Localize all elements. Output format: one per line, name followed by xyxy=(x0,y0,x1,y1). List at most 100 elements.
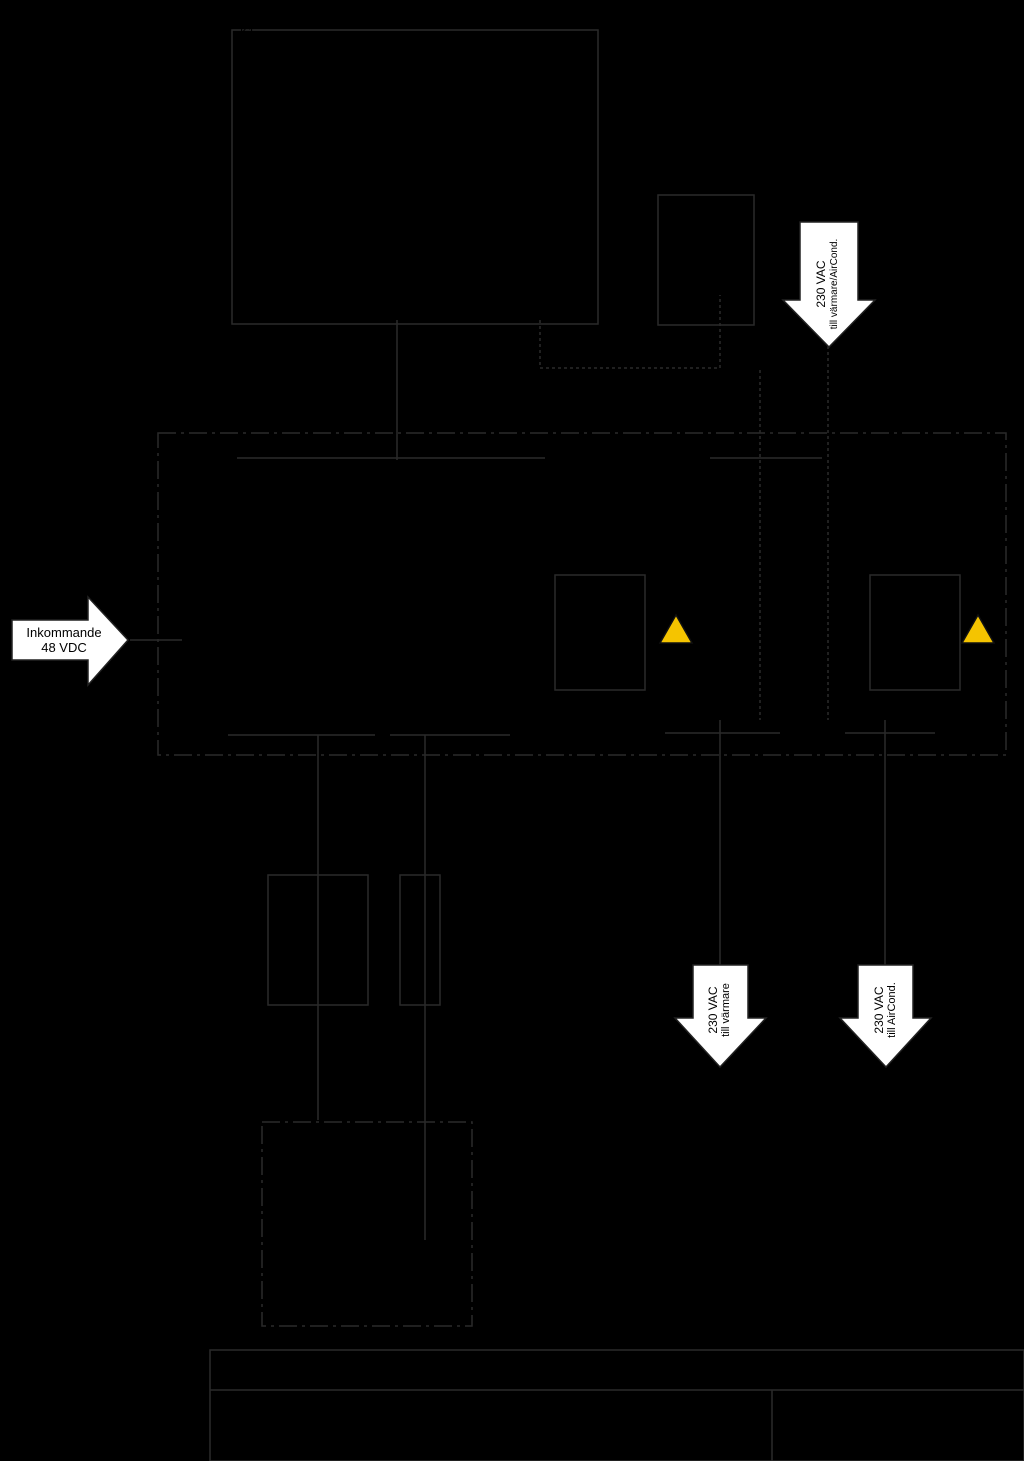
doc-date: 2016-06-01 xyxy=(599,1413,681,1430)
w12-line-1: Takl xyxy=(283,1053,303,1065)
controller-terminal-label: 5 xyxy=(366,289,371,298)
box-bus-label: C,5W xyxy=(468,486,479,512)
w22-line-1: g värl xyxy=(381,1053,408,1065)
bus-net-label: 1,5 xyxy=(352,548,365,558)
controller-terminal-label: 13 xyxy=(564,289,573,298)
x11-pin-label: 4 xyxy=(330,956,335,966)
box-ac-label: L1,V xyxy=(816,484,827,505)
ac-in-line-1: 230 VAC xyxy=(814,260,828,307)
w21-spec: 2X0,75 xyxy=(370,811,408,825)
note-marker: 1 xyxy=(483,891,489,903)
incoming-line-1: Inkommande xyxy=(26,625,101,640)
box-bus-label: N xyxy=(400,505,411,512)
controller-pin-label: DI: Lucka xyxy=(410,242,421,285)
controller-pin-label: 5 V DC (-) xyxy=(310,240,321,285)
hatch-title: Takfläkt/lucka xyxy=(333,1313,400,1325)
hatch-pin-label: GND xyxy=(278,1233,289,1255)
heater-option-1: Option xyxy=(704,1105,736,1117)
option230-line-1: Option xyxy=(474,803,506,815)
ac-in-line-2: till värmare/AirCond. xyxy=(829,239,840,330)
hatch-pin-label: AO: 0-10 xyxy=(326,1215,337,1255)
bus-net-label: 3,5 xyxy=(632,512,645,522)
doc-number: Doc No: 010174 - S xyxy=(830,1405,971,1422)
note-line-2: saknas" signal ej används xyxy=(500,913,627,925)
option230-line-2: "230 VAC xyxy=(466,819,513,831)
relay-k2-pin: A1 xyxy=(582,582,593,592)
box-bus-label: 1,5W xyxy=(292,488,303,512)
controller-terminal-label: 2 xyxy=(289,289,294,298)
note-line-1: Bygel krävs när 230 VAC xyxy=(500,895,622,907)
controller-pin-label: NO xyxy=(510,270,521,285)
x11-pin-label: 2 xyxy=(325,907,330,917)
aircond-line-2: till AirCond. xyxy=(886,982,898,1038)
box-title: Kopplingsbox 2 R xyxy=(906,445,1000,459)
heater-option-2: Värmare xyxy=(699,1121,741,1133)
relay-k2-pin: 12 xyxy=(630,672,640,682)
doc-subtitle: Kopplingsschema xyxy=(313,1429,424,1445)
controller-ref: K1 xyxy=(240,25,255,39)
relay-k3-pin: A1 xyxy=(899,582,910,592)
controller-pin-label: NC xyxy=(560,271,571,285)
controller-title: Kontrollenhet X04 xyxy=(497,52,593,66)
w12-ref: W1.2 xyxy=(281,1037,307,1049)
box-bus-label: C,1 xyxy=(533,496,544,512)
controller-terminal-label: 9 xyxy=(466,289,471,298)
controller-terminal-label: 3 xyxy=(316,289,321,298)
x11-pin-label: 3 xyxy=(326,984,331,994)
relay-k3-pin: 14 xyxy=(928,672,938,682)
w21-ref: W21 xyxy=(385,793,410,807)
incoming-line-2: 48 VDC xyxy=(41,640,87,655)
w11-ref: W11 xyxy=(282,793,306,807)
box-ref: X1 xyxy=(168,409,183,423)
relay-k3-pin: 11 xyxy=(929,582,938,592)
incoming-48vdc-arrow xyxy=(11,595,130,687)
bus-net-label: 3,5 xyxy=(458,642,471,652)
x11-pin-label: 1 xyxy=(298,907,303,917)
box-bus-label: L1 xyxy=(243,500,254,512)
do-label-2: Lamnrelä xyxy=(517,111,564,123)
warning-icon xyxy=(658,613,694,644)
relay-k3-label: K3 xyxy=(876,563,889,575)
w12-line-2: kabel xyxy=(283,1069,309,1081)
hatch-group-2-line-1: Lucka xyxy=(402,1261,432,1273)
doc-page: Pg. 1 (1) xyxy=(869,1429,930,1446)
controller-terminal-label: 1 xyxy=(261,289,266,298)
heater-line-1: 230 VAC xyxy=(706,986,720,1033)
larm-label-2: ingång xyxy=(689,259,723,271)
relay-k2-pin: 14 xyxy=(612,672,622,682)
warning-icon xyxy=(960,613,996,644)
box-bus-labels: L1 1,5W CO N 1,5W C,5W CO,5W C,1 xyxy=(243,479,544,512)
bus-net-label: K1 xyxy=(680,548,691,558)
aircond-output-arrow xyxy=(838,964,933,1069)
relay-k3-pin: A2 xyxy=(902,672,913,682)
aircond-option-2: AirCond xyxy=(865,1121,905,1133)
relay-k2-label: K2 xyxy=(563,563,576,575)
heater-output-arrow xyxy=(673,964,768,1069)
controller-terminal-label: 11 xyxy=(514,289,523,298)
controller-pin-label: 48 V DC (Out) xyxy=(283,222,294,285)
ac-input-arrow xyxy=(781,221,877,349)
aircond-line-1: 230 VAC xyxy=(872,986,886,1033)
box-bus-label: 1,5W xyxy=(434,488,445,512)
x11-ref: X11 xyxy=(279,857,300,871)
box-ac-label: L xyxy=(760,499,771,505)
controller-terminal-label: 8 xyxy=(441,289,446,298)
controller-terminal-label: 6 xyxy=(392,289,397,298)
controller-pin-label: DI: 230V saknas xyxy=(435,212,446,285)
company-name: AirSite xyxy=(569,1355,666,1388)
box-bus-label: CO xyxy=(368,497,379,512)
w22-ref: W2.2 xyxy=(383,1037,409,1049)
box-bus-label: CO,5W xyxy=(498,479,509,512)
x2-ref: X2 xyxy=(396,857,411,871)
x11-pin-label: 3 xyxy=(300,956,305,966)
relay-k2-pin: A2 xyxy=(585,672,596,682)
controller-pin-label: AI: Temp xyxy=(460,245,471,285)
controller-pin-label: GND xyxy=(255,263,266,285)
w11-spec: 3X0,75 xyxy=(266,811,304,825)
relay-k2-pin: 11 xyxy=(614,582,623,592)
x11-pin-label: 1 xyxy=(273,984,278,994)
relay-k3-pin: 12 xyxy=(945,672,955,682)
